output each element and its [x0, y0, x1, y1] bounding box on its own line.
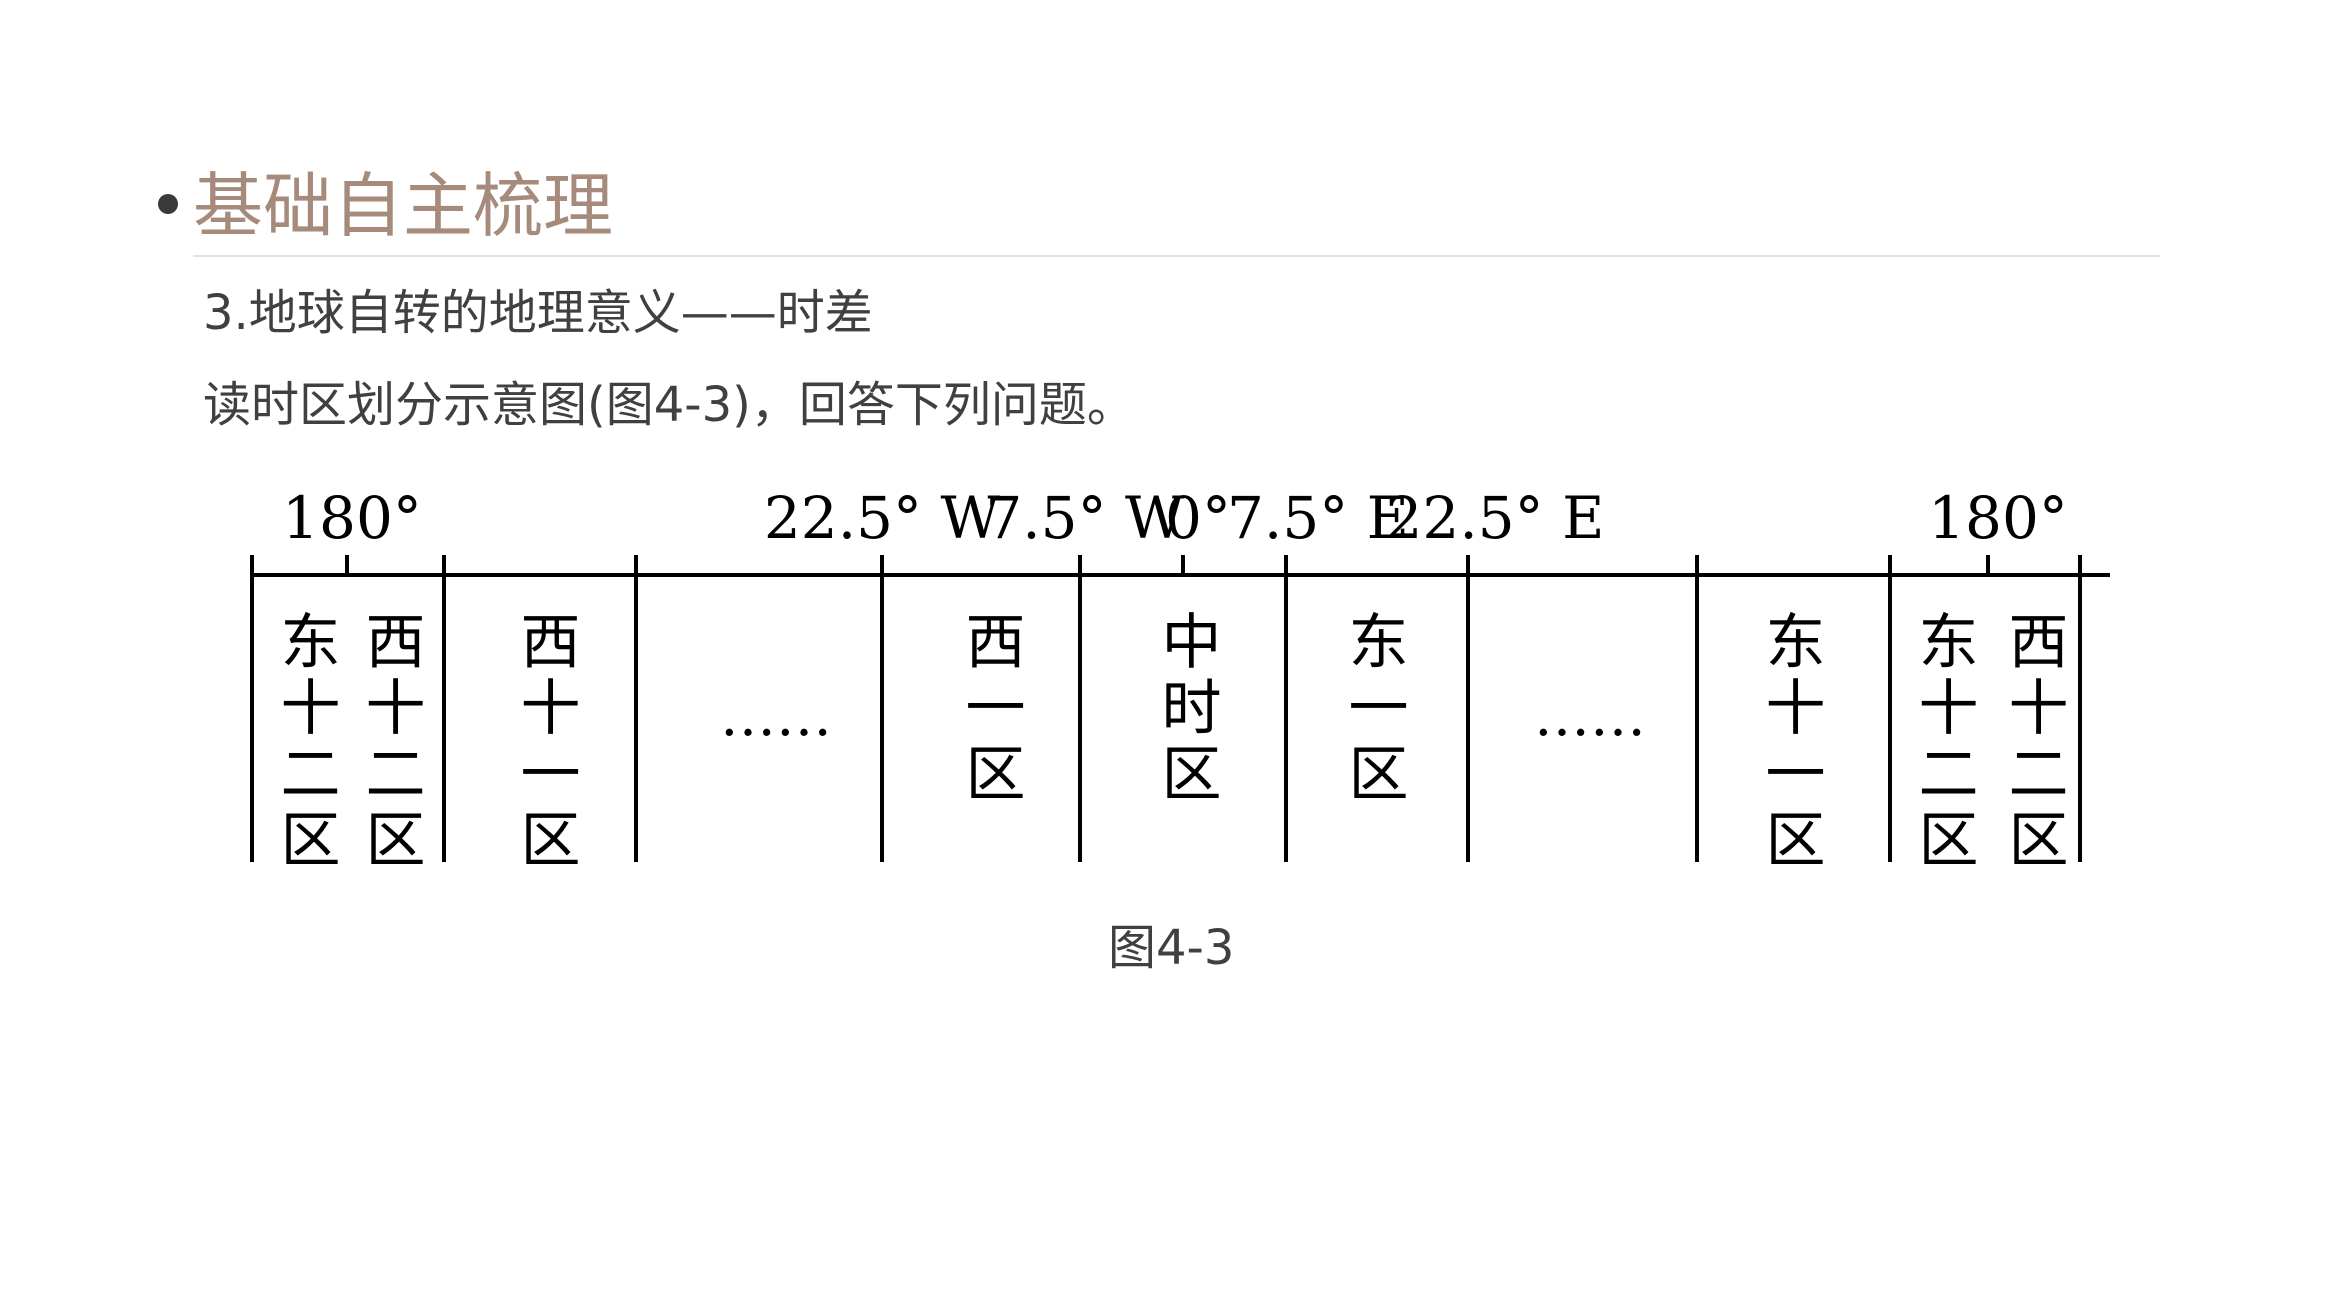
longitude-label-7-5w: 7.5° W — [985, 484, 1185, 552]
longitude-label-0: 0° — [1165, 484, 1231, 552]
title-divider — [193, 255, 2160, 257]
zone-label: 东十二区 — [270, 610, 340, 874]
longitude-label-22-5w: 22.5° W — [764, 484, 1001, 552]
zone-label: 东十二区 — [1908, 610, 1978, 874]
longitude-label-180-left: 180° — [282, 484, 422, 552]
instruction-text: 读时区划分示意图(图4-3)，回答下列问题。 — [203, 377, 1135, 433]
ellipsis-left: …… — [720, 684, 832, 749]
longitude-label-22-5e: 22.5° E — [1386, 484, 1605, 552]
zone-label: 中时区 — [1151, 610, 1221, 808]
figure-caption: 图4-3 — [1108, 920, 1235, 976]
bullet-dot — [158, 194, 178, 214]
longitude-label-7-5e: 7.5° E — [1227, 484, 1409, 552]
zone-label: 东十一区 — [1755, 610, 1825, 874]
zone-label: 西十二区 — [355, 610, 425, 874]
section-title: 基础自主梳理 — [193, 165, 613, 247]
zone-label: 西一区 — [955, 610, 1025, 808]
zone-label: 西十一区 — [510, 610, 580, 874]
topic-heading: 3.地球自转的地理意义——时差 — [203, 285, 873, 341]
ellipsis-right: …… — [1534, 684, 1646, 749]
zone-label: 西十二区 — [1998, 610, 2068, 874]
zone-label: 东一区 — [1338, 610, 1408, 808]
longitude-label-180-right: 180° — [1928, 484, 2068, 552]
